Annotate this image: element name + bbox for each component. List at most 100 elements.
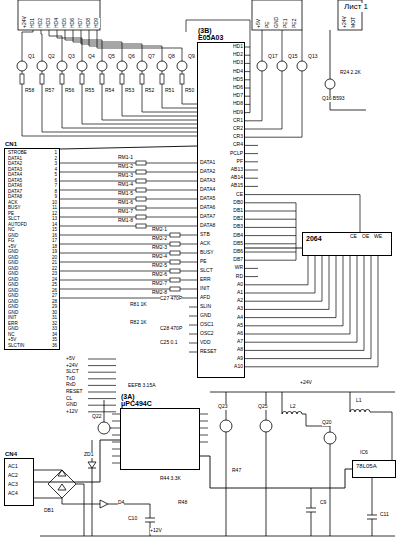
part-label: C9 <box>320 500 326 506</box>
bridge-diode <box>58 470 66 490</box>
part-label: RD <box>236 274 243 280</box>
part-label: RESET <box>200 349 217 355</box>
node-heading: CN1 <box>5 141 17 148</box>
part-label: RxD <box>66 382 76 388</box>
part-label: 4 <box>54 167 57 172</box>
part-label: R55 <box>85 88 94 94</box>
part-label: DATA8 <box>8 194 22 199</box>
resistor-symbol <box>120 74 124 84</box>
part-label: HD6 <box>233 85 243 91</box>
part-label: WE <box>374 234 382 240</box>
part-label: RESET <box>66 389 83 395</box>
part-label: DATA8 <box>200 223 215 229</box>
part-label: PCLP <box>230 151 243 157</box>
part-label: R50 <box>185 88 194 94</box>
part-label: Лист 1 <box>344 3 368 12</box>
pin-label: HD8 <box>86 18 92 28</box>
pin-label: HD7 <box>78 18 84 28</box>
pin-label: HD6 <box>70 18 76 28</box>
part-label: ACK <box>8 200 17 205</box>
part-label: PE <box>8 211 14 216</box>
part-label: GND <box>8 271 18 276</box>
part-label: 35 <box>52 337 57 342</box>
part-label: Q7 <box>148 54 155 60</box>
part-label: +5V <box>66 356 75 362</box>
inductor-symbol <box>282 392 306 414</box>
part-label: CR4 <box>233 142 243 148</box>
part-label: +5V <box>8 337 16 342</box>
part-label: IC6 <box>360 450 368 456</box>
pin-label: HD4 <box>54 18 60 28</box>
wire <box>104 400 112 428</box>
part-label: R82 1K <box>130 320 147 326</box>
part-label: +24V <box>300 380 312 386</box>
pin-label: GND <box>274 17 280 28</box>
part-label: BUSY <box>8 205 21 210</box>
resistor-symbol <box>140 74 144 84</box>
part-label: ERR <box>200 277 211 283</box>
resistor-array <box>170 233 180 237</box>
part-label: CR1 <box>233 118 243 124</box>
resistor-array <box>170 287 180 291</box>
resistor-symbol <box>60 74 64 84</box>
part-label: 7 <box>54 183 57 188</box>
part-label: AB15 <box>231 183 243 189</box>
node-text: CN1 <box>5 141 17 148</box>
bridge-rectifier <box>48 470 76 498</box>
part-label: RM2-3 <box>152 245 167 251</box>
part-label: RM2-8 <box>152 290 167 296</box>
part-label: DB3 <box>233 224 243 230</box>
part-label: 26 <box>52 288 57 293</box>
part-label: DATA1 <box>200 160 215 166</box>
part-label: PE <box>200 259 207 265</box>
transistor-symbol <box>297 61 307 71</box>
part-label: SLIN <box>200 304 211 310</box>
capacitor-symbol <box>306 488 316 536</box>
part-label: 34 <box>52 332 57 337</box>
part-label: R48 <box>178 500 187 506</box>
part-label: DATA5 <box>8 178 22 183</box>
resistor-array <box>136 170 146 174</box>
part-label: AUTOFD <box>8 222 27 227</box>
part-label: WR <box>235 265 243 271</box>
transistor-symbol <box>257 61 267 71</box>
part-label: DB2 <box>233 216 243 222</box>
part-label: DATA2 <box>8 161 22 166</box>
transistor-symbol <box>220 420 232 432</box>
part-label: R57 <box>45 88 54 94</box>
part-label: Q4 <box>88 54 95 60</box>
part-label: A10 <box>234 364 243 370</box>
part-label: HD9 <box>233 110 243 116</box>
connector-header <box>252 0 302 30</box>
part-label: RM1-6 <box>118 200 133 206</box>
transistor-symbol <box>77 61 87 71</box>
connector-line <box>34 440 120 482</box>
static-wiring <box>18 0 395 536</box>
pin-label: HD2 <box>38 18 44 28</box>
resistor-array <box>170 251 180 255</box>
part-label: DATA5 <box>200 196 215 202</box>
part-label: 9 <box>54 194 57 199</box>
part-label: R56 <box>65 88 74 94</box>
part-label: RM1-5 <box>118 191 133 197</box>
part-label: 13 <box>52 216 57 221</box>
part-label: RM1-3 <box>118 173 133 179</box>
part-label: HD3 <box>233 60 243 66</box>
part-label: 33 <box>52 326 57 331</box>
part-label: 36 <box>52 343 57 348</box>
transistor-symbol <box>260 420 272 432</box>
part-label: RM2-7 <box>152 281 167 287</box>
part-label: NC <box>8 332 15 337</box>
part-label: HD8 <box>233 101 243 107</box>
part-label: AB13 <box>231 167 243 173</box>
part-label: GND <box>8 304 18 309</box>
part-label: DB1 <box>233 208 243 214</box>
resistor-symbol <box>80 74 84 84</box>
part-label: R51 <box>165 88 174 94</box>
part-label: R58 <box>25 88 34 94</box>
transistor-symbol <box>324 432 336 444</box>
node-text: μPC494C <box>121 400 152 408</box>
part-label: RM2-2 <box>152 236 167 242</box>
transistor-symbol <box>37 61 47 71</box>
